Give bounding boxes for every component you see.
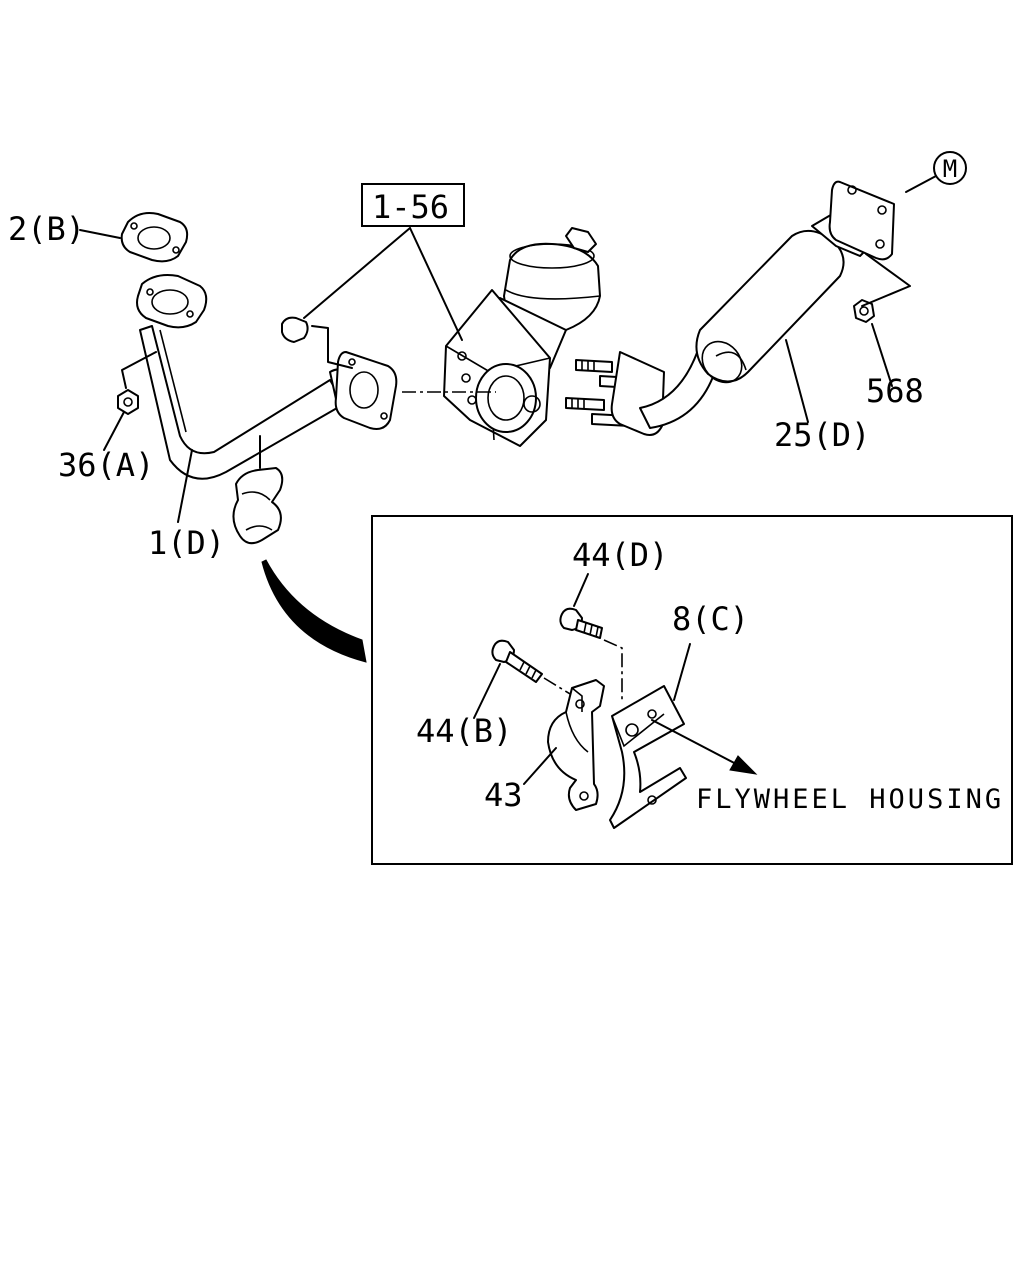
leader-lines	[79, 175, 937, 523]
detail-arrow	[261, 559, 367, 663]
callout-1-56-box	[361, 183, 465, 227]
callout-44d: 44(D)	[572, 536, 668, 574]
bolt-44b-part	[473, 639, 543, 719]
muffler-part	[610, 180, 895, 436]
callout-8c: 8(C)	[672, 600, 749, 638]
clamp-43-part	[523, 679, 605, 811]
flywheel-housing-label: FLYWHEEL HOUSING	[696, 784, 1004, 815]
callout-m-circle	[933, 151, 967, 185]
callout-568: 568	[866, 372, 924, 410]
callout-m: M	[943, 155, 957, 183]
detail-box	[371, 515, 1013, 865]
bracket-8c-part	[609, 643, 691, 829]
detail-center-line-1	[603, 639, 623, 702]
exhaust-brake-valve-part	[443, 227, 601, 447]
callout-1d: 1(D)	[148, 524, 225, 562]
flywheel-arrow	[651, 719, 758, 775]
callout-43: 43	[484, 776, 523, 814]
pipe-clamp-part	[232, 435, 284, 545]
nut-part	[117, 351, 157, 415]
gasket-part	[120, 212, 189, 263]
stud-part	[281, 316, 353, 369]
callout-25d: 25(D)	[774, 416, 870, 454]
bolt-44d-part	[559, 573, 603, 639]
callout-1-56: 1-56	[372, 188, 449, 226]
callout-2b: 2(B)	[8, 210, 85, 248]
front-pipe-part	[136, 274, 398, 480]
callout-44b: 44(B)	[416, 712, 512, 750]
flange-nut-part	[853, 253, 911, 323]
callout-36a: 36(A)	[58, 446, 154, 484]
